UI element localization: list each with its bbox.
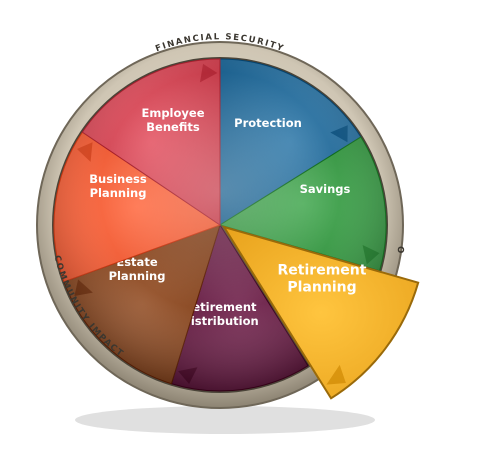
flow-arrow-icon: [326, 364, 346, 385]
segment-label-line: Employee: [141, 106, 204, 120]
segment-retirement-planning[interactable]: [221, 225, 420, 400]
segment-label-line: Retirement: [278, 263, 367, 279]
segment-label-line: Savings: [300, 182, 351, 196]
segment-label-protection: Protection: [234, 116, 302, 130]
segment-label-line: Benefits: [146, 120, 200, 134]
segment-label-line: Planning: [287, 280, 356, 296]
wheel-shadow: [75, 406, 375, 434]
segment-label-line: Distribution: [181, 314, 258, 328]
segment-label-line: Business: [89, 172, 147, 186]
segment-label-savings: Savings: [300, 182, 351, 196]
segment-label-line: Planning: [109, 269, 166, 283]
segment-label-line: Protection: [234, 116, 302, 130]
ring-right-partial-label: O: [395, 246, 405, 255]
segment-label-line: Planning: [90, 186, 147, 200]
